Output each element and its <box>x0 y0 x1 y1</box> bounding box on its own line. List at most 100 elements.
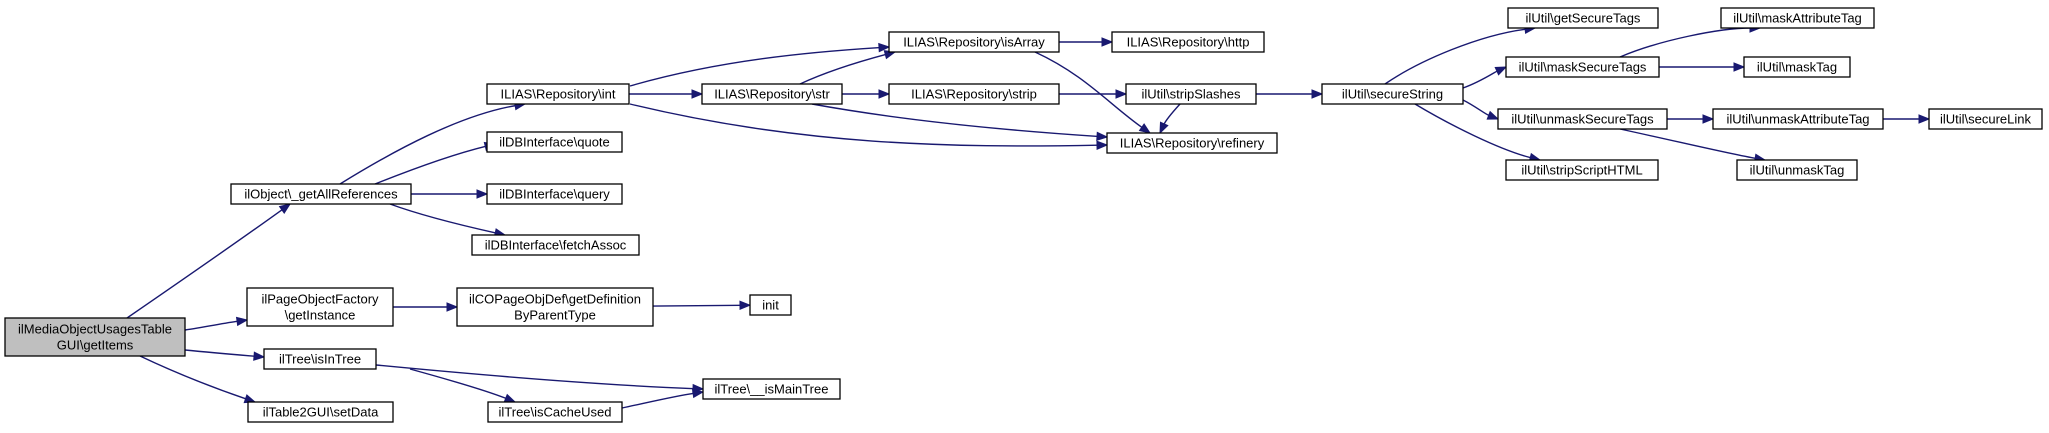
node-box[interactable] <box>1736 159 1858 181</box>
node-repoStrip[interactable]: ILIAS\Repository\strip <box>888 83 1060 105</box>
node-label: ILIAS\Repository\strip <box>911 87 1037 102</box>
node-box[interactable] <box>230 183 412 205</box>
node-box[interactable] <box>1505 159 1659 181</box>
node-unmaskSecureTags[interactable]: ilUtil\unmaskSecureTags <box>1497 108 1668 130</box>
edge-repoInt-to-repoRefinery <box>629 103 1109 150</box>
node-maskSecureTags[interactable]: ilUtil\maskSecureTags <box>1505 56 1660 78</box>
node-setData[interactable]: ilTable2GUI\setData <box>247 401 394 423</box>
node-label: ilMediaObjectUsagesTable <box>18 322 172 337</box>
node-box[interactable] <box>486 183 623 205</box>
node-secureLink[interactable]: ilUtil\secureLink <box>1928 108 2043 130</box>
edge-isInTree-to-isCacheUsed <box>409 368 517 403</box>
node-box[interactable] <box>1321 83 1464 105</box>
node-repoInt[interactable]: ILIAS\Repository\int <box>486 83 630 105</box>
node-box[interactable] <box>1106 132 1278 154</box>
node-maskAttributeTag[interactable]: ilUtil\maskAttributeTag <box>1720 7 1875 29</box>
node-box[interactable] <box>246 287 394 327</box>
node-label: ilUtil\maskTag <box>1757 60 1837 75</box>
node-box[interactable] <box>1125 83 1257 105</box>
edge-line <box>1384 28 1527 85</box>
node-isMainTree[interactable]: ilTree\__isMainTree <box>702 378 841 400</box>
node-box[interactable] <box>888 31 1060 53</box>
node-box[interactable] <box>4 317 186 357</box>
edge-arrowhead <box>235 316 249 327</box>
node-pageObjFactory[interactable]: ilPageObjectFactory\getInstance <box>246 287 394 327</box>
edge-repoStr-to-repoRefinery <box>811 103 1109 142</box>
edge-maskSecureTags-to-maskTag <box>1659 62 1746 72</box>
edge-arrowhead <box>1096 140 1109 150</box>
edge-arrowhead <box>446 302 459 312</box>
node-label: ILIAS\Repository\isArray <box>903 35 1045 50</box>
node-label: init <box>762 298 779 313</box>
node-box[interactable] <box>263 348 377 370</box>
node-label: ilUtil\unmaskSecureTags <box>1511 112 1654 127</box>
node-box[interactable] <box>486 83 630 105</box>
node-box[interactable] <box>1497 108 1668 130</box>
edge-getAllRefs-to-quote <box>374 141 497 185</box>
edge-line <box>799 53 887 85</box>
node-box[interactable] <box>247 401 394 423</box>
edge-line <box>1034 51 1144 129</box>
node-label: ilDBInterface\query <box>499 187 610 202</box>
node-fetchAssoc[interactable]: ilDBInterface\fetchAssoc <box>471 234 640 256</box>
edge-secureString-to-unmaskSecureTags <box>1462 99 1500 120</box>
node-stripSlashes[interactable]: ilUtil\stripSlashes <box>1125 83 1257 105</box>
node-query[interactable]: ilDBInterface\query <box>486 183 623 205</box>
node-maskTag[interactable]: ilUtil\maskTag <box>1743 56 1851 78</box>
node-box[interactable] <box>471 234 640 256</box>
node-isCacheUsed[interactable]: ilTree\isCacheUsed <box>487 401 623 423</box>
node-box[interactable] <box>888 83 1060 105</box>
node-getSecureTags[interactable]: ilUtil\getSecureTags <box>1507 7 1659 29</box>
node-box[interactable] <box>1743 56 1851 78</box>
node-box[interactable] <box>1111 31 1265 53</box>
node-label: ILIAS\Repository\refinery <box>1120 136 1265 151</box>
node-secureString[interactable]: ilUtil\secureString <box>1321 83 1464 105</box>
edge-arrowhead <box>1115 89 1128 99</box>
node-quote[interactable]: ilDBInterface\quote <box>486 131 623 153</box>
node-label: ilTable2GUI\setData <box>263 405 379 420</box>
node-box[interactable] <box>1505 56 1660 78</box>
node-isInTree[interactable]: ilTree\isInTree <box>263 348 377 370</box>
node-unmaskAttributeTag[interactable]: ilUtil\unmaskAttributeTag <box>1712 108 1884 130</box>
edge-line <box>629 103 1099 147</box>
edge-repoStrip-to-stripSlashes <box>1059 89 1128 99</box>
node-box[interactable] <box>1928 108 2043 130</box>
node-label: ILIAS\Repository\str <box>714 87 830 102</box>
node-repoStr[interactable]: ILIAS\Repository\str <box>701 83 843 105</box>
node-box[interactable] <box>702 378 841 400</box>
edge-repoIsArray-to-repoRefinery <box>1034 51 1152 134</box>
edge-line <box>409 368 507 400</box>
node-stripScriptHTML[interactable]: ilUtil\stripScriptHTML <box>1505 159 1659 181</box>
edge-root-to-getAllRefs <box>126 203 292 319</box>
edge-copageDef-to-init <box>652 300 752 311</box>
node-box[interactable] <box>456 287 654 327</box>
node-unmaskTag[interactable]: ilUtil\unmaskTag <box>1736 159 1858 181</box>
node-box[interactable] <box>1712 108 1884 130</box>
node-repoIsArray[interactable]: ILIAS\Repository\isArray <box>888 31 1060 53</box>
edge-line <box>374 145 487 185</box>
node-repoHttp[interactable]: ILIAS\Repository\http <box>1111 31 1265 53</box>
edge-line <box>1462 99 1490 117</box>
node-box[interactable] <box>487 401 623 423</box>
node-label: ilObject\_getAllReferences <box>244 187 398 202</box>
node-box[interactable] <box>1720 7 1875 29</box>
edge-arrowhead <box>1486 110 1500 120</box>
node-box[interactable] <box>749 294 792 316</box>
edge-line <box>339 104 517 185</box>
edge-arrowhead <box>278 203 292 214</box>
node-init[interactable]: init <box>749 294 792 316</box>
edge-maskSecureTags-to-maskAttributeTag <box>1619 23 1762 58</box>
node-box[interactable] <box>701 83 843 105</box>
edge-unmaskSecureTags-to-unmaskTag <box>1619 128 1767 163</box>
edge-line <box>184 349 256 357</box>
node-label: ilUtil\secureString <box>1342 87 1443 102</box>
edge-line <box>1163 103 1181 126</box>
node-getAllRefs[interactable]: ilObject\_getAllReferences <box>230 183 412 205</box>
edge-root-to-setData <box>139 355 257 404</box>
node-box[interactable] <box>486 131 623 153</box>
node-box[interactable] <box>1507 7 1659 29</box>
node-repoRefinery[interactable]: ILIAS\Repository\refinery <box>1106 132 1278 154</box>
edge-line <box>126 208 284 319</box>
